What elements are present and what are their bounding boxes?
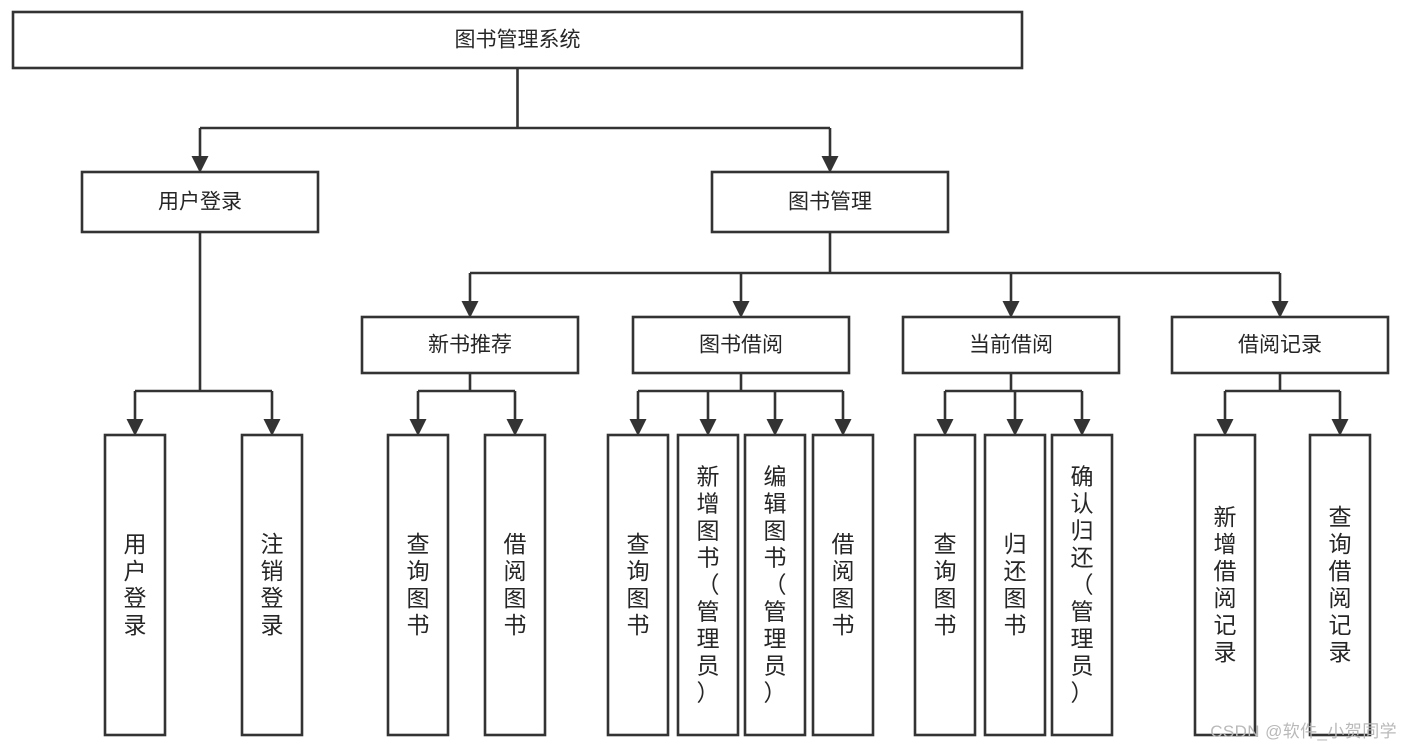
node-box bbox=[1170, 315, 1390, 375]
arrow-head-icon bbox=[263, 419, 281, 436]
node-leaf-borrow-book-2[interactable]: 借阅图书 bbox=[811, 433, 875, 737]
node-leaf-query-book-1[interactable]: 查询图书 bbox=[386, 433, 450, 737]
node-book-management[interactable]: 图书管理 bbox=[710, 170, 950, 234]
node-label: 查询图书 bbox=[934, 531, 957, 638]
arrow-head-icon bbox=[1002, 301, 1020, 318]
node-leaf-add-record[interactable]: 新增借阅记录 bbox=[1193, 433, 1257, 737]
arrow-head-icon bbox=[732, 301, 750, 318]
arrow-head-icon bbox=[506, 419, 524, 436]
node-root[interactable]: 图书管理系统 bbox=[11, 10, 1024, 70]
node-box bbox=[983, 433, 1047, 737]
node-box bbox=[743, 433, 807, 737]
node-leaf-return-book[interactable]: 归还图书 bbox=[983, 433, 1047, 737]
node-leaf-query-book-2[interactable]: 查询图书 bbox=[606, 433, 670, 737]
node-leaf-user-login[interactable]: 用户登录 bbox=[103, 433, 167, 737]
node-book-borrow[interactable]: 图书借阅 bbox=[631, 315, 851, 375]
node-leaf-borrow-book-1[interactable]: 借阅图书 bbox=[483, 433, 547, 737]
node-box bbox=[811, 433, 875, 737]
arrow-head-icon bbox=[834, 419, 852, 436]
node-box bbox=[80, 170, 320, 234]
node-borrow-record[interactable]: 借阅记录 bbox=[1170, 315, 1390, 375]
node-label: 当前借阅 bbox=[969, 334, 1053, 357]
node-label: 查询图书 bbox=[407, 531, 430, 638]
node-leaf-user-logout[interactable]: 注销登录 bbox=[240, 433, 304, 737]
arrow-head-icon bbox=[126, 419, 144, 436]
node-label: 新书推荐 bbox=[428, 334, 512, 357]
node-box bbox=[631, 315, 851, 375]
arrow-head-icon bbox=[1331, 419, 1349, 436]
node-label: 新增借阅记录 bbox=[1214, 504, 1237, 665]
node-label: 确认归还（管理员） bbox=[1071, 464, 1094, 706]
node-user-login[interactable]: 用户登录 bbox=[80, 170, 320, 234]
node-label: 借阅图书 bbox=[832, 531, 855, 638]
node-label: 编辑图书（管理员） bbox=[764, 464, 787, 706]
node-label: 图书管理 bbox=[788, 191, 872, 214]
node-leaf-confirm-return[interactable]: 确认归还（管理员） bbox=[1050, 433, 1114, 737]
node-label: 查询借阅记录 bbox=[1329, 504, 1352, 665]
node-label: 借阅图书 bbox=[504, 531, 527, 638]
arrow-head-icon bbox=[461, 301, 479, 318]
node-label: 图书管理系统 bbox=[455, 29, 581, 52]
node-leaf-query-record[interactable]: 查询借阅记录 bbox=[1308, 433, 1372, 737]
node-label: 归还图书 bbox=[1004, 531, 1027, 638]
node-label: 用户登录 bbox=[158, 191, 242, 214]
node-box bbox=[11, 10, 1024, 70]
node-current-borrow[interactable]: 当前借阅 bbox=[901, 315, 1121, 375]
arrow-head-icon bbox=[821, 156, 839, 173]
node-label: 注销登录 bbox=[261, 531, 284, 638]
node-new-book-recommend[interactable]: 新书推荐 bbox=[360, 315, 580, 375]
node-leaf-add-book[interactable]: 新增图书（管理员） bbox=[676, 433, 740, 737]
node-box bbox=[1050, 433, 1114, 737]
node-box bbox=[386, 433, 450, 737]
node-leaf-query-book-3[interactable]: 查询图书 bbox=[913, 433, 977, 737]
arrow-head-icon bbox=[1006, 419, 1024, 436]
node-box bbox=[710, 170, 950, 234]
arrow-head-icon bbox=[1073, 419, 1091, 436]
arrow-head-icon bbox=[766, 419, 784, 436]
node-label: 图书借阅 bbox=[699, 334, 783, 357]
node-box bbox=[913, 433, 977, 737]
node-box bbox=[1308, 433, 1372, 737]
connector-layer bbox=[126, 68, 1349, 436]
arrow-head-icon bbox=[699, 419, 717, 436]
arrow-head-icon bbox=[1216, 419, 1234, 436]
arrow-head-icon bbox=[191, 156, 209, 173]
node-box bbox=[103, 433, 167, 737]
node-box bbox=[676, 433, 740, 737]
arrow-head-icon bbox=[1271, 301, 1289, 318]
node-box bbox=[606, 433, 670, 737]
node-box bbox=[901, 315, 1121, 375]
arrow-head-icon bbox=[629, 419, 647, 436]
node-layer: 图书管理系统用户登录图书管理新书推荐图书借阅当前借阅借阅记录用户登录注销登录查询… bbox=[11, 10, 1390, 737]
node-box bbox=[1193, 433, 1257, 737]
node-box bbox=[483, 433, 547, 737]
node-label: 借阅记录 bbox=[1238, 334, 1322, 357]
node-label: 查询图书 bbox=[627, 531, 650, 638]
node-label: 用户登录 bbox=[124, 531, 147, 638]
node-leaf-edit-book[interactable]: 编辑图书（管理员） bbox=[743, 433, 807, 737]
node-box bbox=[240, 433, 304, 737]
arrow-head-icon bbox=[936, 419, 954, 436]
node-label: 新增图书（管理员） bbox=[697, 464, 720, 706]
node-box bbox=[360, 315, 580, 375]
arrow-head-icon bbox=[409, 419, 427, 436]
